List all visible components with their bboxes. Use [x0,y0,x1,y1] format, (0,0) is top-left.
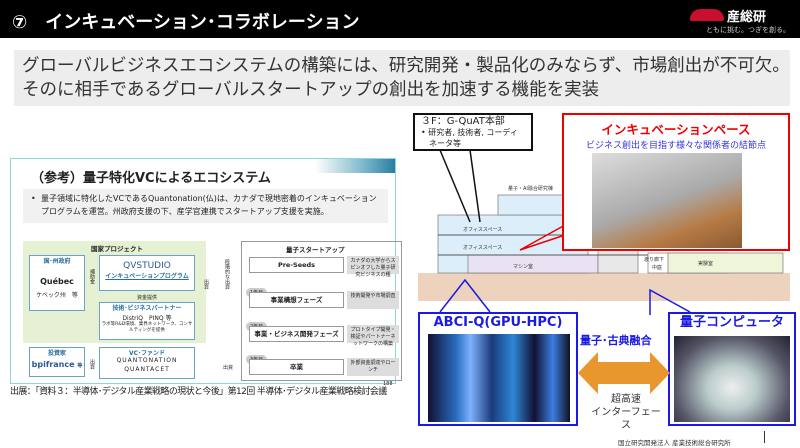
partner-box: 技術･ビジネスパートナー DistriQ PINQ 等 ラボ等R&D環境、業界ネ… [99,302,195,340]
hq-item-text: 研究者, 技術者, コーディネータ等 [428,128,518,148]
stage-note: 外部資金調達やローンチ [347,358,399,376]
office-label: オフィススペース [463,245,502,251]
interface-text: インターフェース [591,407,661,431]
incubation-title: インキュベーションペース [601,122,751,137]
startup-area [241,241,402,381]
lead-line-2: そのに相手であるグローバルスタートアップの創出を加速する機能を実装 [22,80,600,100]
logo-mark-icon [690,9,724,21]
research-building-label: 量子・AI融合研究棟 [508,185,553,192]
double-arrow-icon [578,352,670,394]
lead-text: グローバルビジネスエコシステムの構築には、研究開発・製品化のみならず、市場創出が… [14,50,790,106]
subsidy-label: 補助金 [89,269,95,284]
staged-label: 段階的な出資 [224,259,230,289]
passage-label: 渡り廊下 [644,256,664,263]
quantonation-logo: QUANTONATION [116,357,178,364]
logo-tagline: ともに挑む。つぎを創る。 [706,26,790,34]
stage-box: Pre-Seeds [249,257,344,273]
interface-label: 超高速 インターフェース [588,393,664,432]
source-caption: 出展：「資料３：半導体･デジタル産業戦略の現状と今後」第12回 半導体･デジタル… [10,387,387,397]
stage-box: 卒業 [249,359,344,375]
investment-label: 出資 [89,359,95,369]
stage-box: 事業構想フェーズ [249,292,344,308]
national-project-label: 国家プロジェクト [91,245,143,253]
abci-title: ABCI-Q(GPU-HPC) [433,315,563,330]
bpifrance-logo: bpifrance [31,360,75,369]
gov-label: 国･州政府 [43,258,71,265]
footer-divider [764,431,765,443]
page-number: 188 [383,381,393,387]
distriq-logo: DistriQ [122,315,144,322]
lab-label: 実験室 [698,260,713,267]
pinq-logo: PINQ [149,315,164,322]
footer-org: 国立研究開発法人 産業技術総合研究所 [618,439,731,447]
stage-box: 事業・ビジネス開発フェーズ [249,326,344,342]
page-title: ⑦ インキュベーション･コラボレーション [12,12,360,33]
investor-label: 投資家 [47,350,66,357]
investment3-label: 出資 [223,365,234,371]
reference-bullet: 量子領域に特化したVCであるQuantonation(仏)は、カナダで現地密着の… [23,189,388,223]
header-bar [0,0,800,38]
abci-datacenter-photo [428,334,570,422]
lead-line-1: グローバルビジネスエコシステムの構築には、研究開発・製品化のみならず、市場創出が… [22,56,790,76]
hq-item: • 研究者, 技術者, コーディネータ等 [421,128,518,148]
stage-note: プロトタイプ開発・検証やパートナーネットワークの構築 [347,325,399,347]
vc-box: VC･ファンド QUANTONATION QUANTACET [99,347,195,379]
logo-name: 産総研 [727,10,767,25]
qvstudio-box: QVSTUDIO インキュベーションプログラム [99,255,195,291]
incubation-program-label: インキュベーションプログラム [105,273,189,280]
stage-note: 技術開発や市場調査 [347,291,399,309]
qvstudio-logo: QVSTUDIO [123,261,171,271]
fusion-label: 量子･古典融合 [580,334,652,347]
partner-label: 技術･ビジネスパートナー [112,305,182,312]
stage-note: カナダの大学からスピンオフした量子研究ビジネスの種 [347,256,399,278]
funding-label: 資金提供 [137,295,158,301]
incubation-space-callout: インキュベーションペース ビジネス創出を目指す様々な関係者の結節点 [562,113,790,251]
investor-box: 投資家 bpifrance 等 [29,347,85,377]
incubation-space-photo [592,153,742,248]
gov-box: 国･州政府 Québec ケベック州 等 [29,255,85,311]
machine-room-label: マシン室 [513,263,533,270]
investment2-label: 出資 [203,279,209,289]
decor-bar [315,159,395,173]
startup-title: 量子スタートアップ [286,246,345,254]
quantum-computer-photo [674,336,790,422]
aist-logo: 産総研 ともに挑む。つぎを創る。 [690,6,790,36]
reference-title: （参考）量子特化VCによるエコシステム [31,171,271,186]
vc-label: VC･ファンド [128,350,166,357]
quebec-logo: Québec [40,277,74,286]
courtyard-label: 中庭 [652,264,662,271]
hq-title: ３F：G-QuAT本部 [421,116,505,127]
quantum-computer-callout: 量子コンピュータ [668,312,796,426]
abci-q-callout: ABCI-Q(GPU-HPC) [418,312,578,426]
investor-etc: 等 [77,363,83,369]
office-label: オフィススペース [463,227,502,233]
speed-label: 超高速 [611,394,641,405]
partner-desc: ラボ等R&D環境、業界ネットワーク、コンサルティングを提供 [101,322,193,333]
hq-callout: ３F：G-QuAT本部 • 研究者, 技術者, コーディネータ等 [413,113,533,151]
quantacet-logo: QUANTACET [124,366,170,373]
reference-figure: （参考）量子特化VCによるエコシステム 量子領域に特化したVCであるQuanto… [10,158,402,387]
quantum-computer-title: 量子コンピュータ [679,315,784,330]
incubation-subtitle: ビジネス創出を目指す様々な関係者の結節点 [585,141,766,151]
partner-etc: 等 [165,315,172,322]
quebec-note: ケベック州 等 [36,292,78,299]
